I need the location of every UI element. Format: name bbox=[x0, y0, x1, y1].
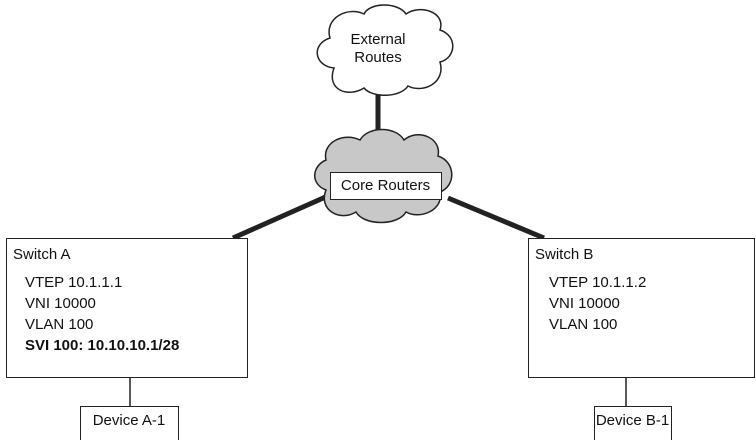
external-routes-line1: External bbox=[350, 31, 406, 48]
core-routers-label: Core Routers bbox=[340, 177, 431, 194]
device-a-label: Device A-1 bbox=[92, 412, 166, 429]
switch-a-box: Switch A VTEP 10.1.1.1 VNI 10000 VLAN 10… bbox=[6, 238, 248, 378]
external-routes-line2: Routes bbox=[354, 49, 402, 66]
switch-a-svi: SVI 100: 10.10.10.1/28 bbox=[25, 337, 180, 354]
link-core-to-switch-a bbox=[231, 192, 332, 241]
switch-b-vlan: VLAN 100 bbox=[549, 316, 618, 333]
external-routes-cloud bbox=[316, 4, 454, 96]
switch-a-title: Switch A bbox=[13, 246, 71, 263]
switch-a-vni: VNI 10000 bbox=[25, 295, 96, 312]
switch-a-vlan: VLAN 100 bbox=[25, 316, 94, 333]
switch-a-vtep: VTEP 10.1.1.1 bbox=[25, 274, 123, 291]
switch-b-vtep: VTEP 10.1.1.2 bbox=[549, 274, 647, 291]
device-b-label: Device B-1 bbox=[595, 412, 670, 429]
external-routes-label: External Routes bbox=[343, 31, 413, 67]
switch-b-title: Switch B bbox=[535, 246, 594, 263]
core-routers-box: Core Routers bbox=[330, 172, 442, 200]
switch-b-vni: VNI 10000 bbox=[549, 295, 620, 312]
switch-b-box: Switch B VTEP 10.1.1.2 VNI 10000 VLAN 10… bbox=[528, 238, 755, 378]
link-core-to-switch-b bbox=[447, 195, 545, 241]
device-b-box: Device B-1 bbox=[594, 406, 672, 440]
device-a-box: Device A-1 bbox=[80, 406, 179, 440]
